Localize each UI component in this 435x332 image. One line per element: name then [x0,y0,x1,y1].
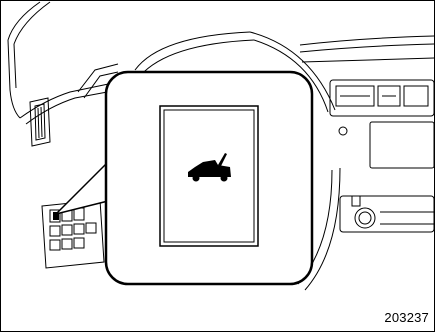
figure-number: 203237 [384,310,429,325]
